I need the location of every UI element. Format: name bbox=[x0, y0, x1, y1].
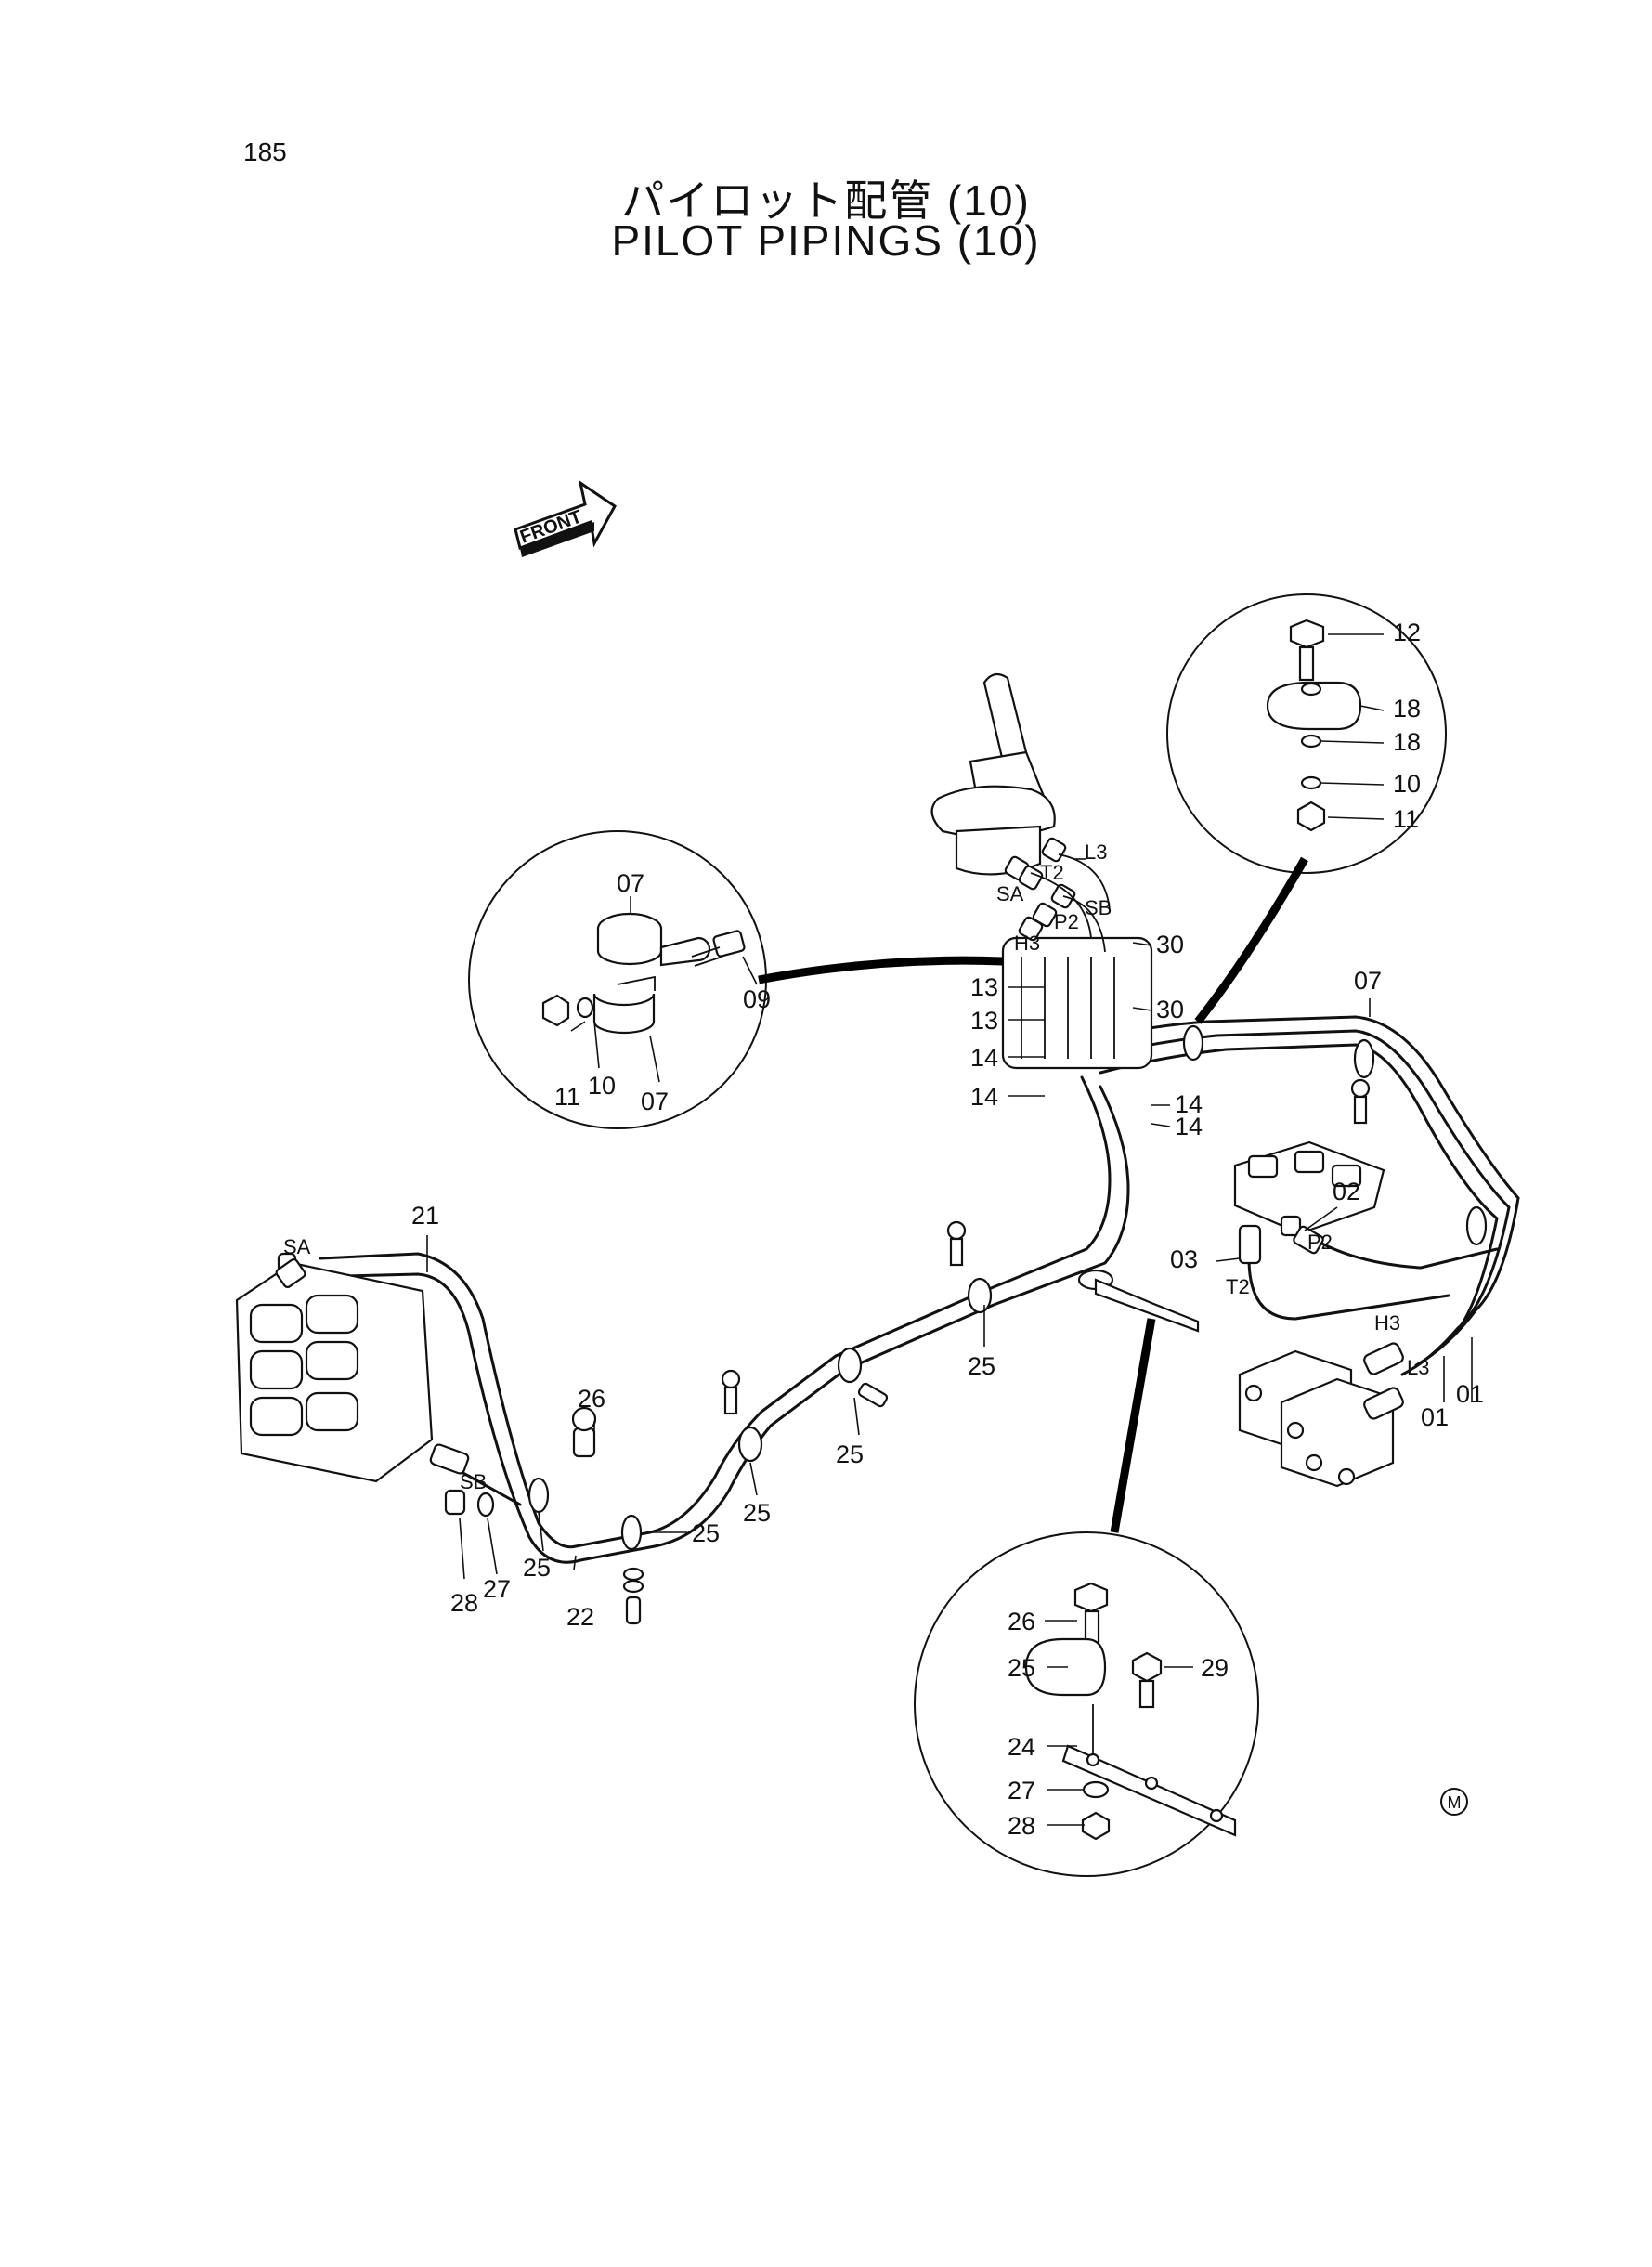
port-label-l3: L3 bbox=[1085, 840, 1107, 864]
label-22: 22 bbox=[566, 1603, 594, 1631]
label-25: 25 bbox=[1008, 1654, 1035, 1682]
page-title-english: PILOT PIPINGS (10) bbox=[611, 216, 1041, 265]
label-14: 14 bbox=[970, 1083, 998, 1111]
port-label-t2: T2 bbox=[1226, 1275, 1250, 1298]
port-label-l3: L3 bbox=[1407, 1356, 1429, 1379]
port-labels: L3 T2 SA SB P2 H3 P2 T2 H3 L3 SA SB bbox=[283, 840, 1429, 1493]
label-13: 13 bbox=[970, 973, 998, 1001]
label-27: 27 bbox=[1008, 1777, 1035, 1804]
callout-line-upper-left bbox=[758, 956, 1004, 984]
label-21: 21 bbox=[411, 1202, 439, 1230]
relief-valve-block bbox=[1238, 1342, 1404, 1488]
detail-clamp-upper-right bbox=[1166, 593, 1447, 874]
port-label-h3: H3 bbox=[1374, 1311, 1400, 1335]
label-01: 01 bbox=[1456, 1380, 1484, 1408]
label-10: 10 bbox=[1393, 770, 1421, 798]
label-18: 18 bbox=[1393, 728, 1421, 756]
detail-stay-lower bbox=[914, 1531, 1259, 1877]
label-28: 28 bbox=[450, 1589, 478, 1617]
detail-clamp-upper-left bbox=[468, 830, 767, 1129]
control-valve-left bbox=[235, 1252, 470, 1483]
callout-line-upper-right bbox=[1194, 856, 1308, 1024]
label-25: 25 bbox=[523, 1554, 551, 1582]
label-07: 07 bbox=[1354, 967, 1382, 995]
pipe-clamps bbox=[444, 1024, 1488, 1625]
label-11: 11 bbox=[1393, 805, 1419, 833]
manufacturer-mark: M bbox=[1440, 1788, 1468, 1816]
front-arrow-icon: FRONT bbox=[514, 479, 617, 557]
label-12: 12 bbox=[1393, 619, 1421, 646]
label-27: 27 bbox=[483, 1575, 511, 1603]
label-26: 26 bbox=[1008, 1608, 1035, 1635]
leader-lines bbox=[426, 633, 1385, 1826]
label-13: 13 bbox=[970, 1007, 998, 1035]
page-title-japanese: パイロット配管 (10) bbox=[621, 176, 1031, 225]
port-label-h3: H3 bbox=[1014, 932, 1040, 955]
port-label-p2: P2 bbox=[1307, 1231, 1333, 1254]
label-11: 11 bbox=[554, 1083, 580, 1111]
solenoid-valve-block bbox=[1233, 1140, 1385, 1265]
callout-line-lower bbox=[1110, 1318, 1156, 1533]
label-25: 25 bbox=[743, 1499, 771, 1527]
label-18: 18 bbox=[1393, 695, 1421, 723]
label-02: 02 bbox=[1333, 1178, 1360, 1205]
page-number: 185 bbox=[243, 137, 287, 166]
label-25: 25 bbox=[968, 1352, 995, 1380]
label-28: 28 bbox=[1008, 1812, 1035, 1840]
label-01: 01 bbox=[1421, 1403, 1449, 1431]
port-label-p2: P2 bbox=[1054, 910, 1079, 933]
port-label-sa: SA bbox=[996, 882, 1024, 905]
port-label-sa: SA bbox=[283, 1235, 311, 1258]
label-14: 14 bbox=[1175, 1090, 1203, 1118]
label-10: 10 bbox=[588, 1072, 616, 1100]
port-label-sb: SB bbox=[460, 1470, 487, 1493]
label-07: 07 bbox=[641, 1088, 669, 1115]
label-03: 03 bbox=[1170, 1245, 1198, 1273]
pilot-valve-lever bbox=[930, 672, 1153, 1070]
label-09: 09 bbox=[743, 985, 771, 1013]
part-number-labels: 12 18 18 10 11 07 09 10 11 07 30 30 13 1… bbox=[411, 619, 1484, 1840]
label-29: 29 bbox=[1201, 1654, 1229, 1682]
label-30: 30 bbox=[1156, 931, 1184, 958]
label-26: 26 bbox=[578, 1385, 605, 1413]
label-25: 25 bbox=[836, 1440, 864, 1468]
label-30: 30 bbox=[1156, 996, 1184, 1023]
label-14: 14 bbox=[1175, 1113, 1203, 1140]
port-label-sb: SB bbox=[1085, 896, 1112, 919]
label-24: 24 bbox=[1008, 1733, 1035, 1761]
port-label-t2: T2 bbox=[1040, 861, 1064, 884]
label-14: 14 bbox=[970, 1044, 998, 1072]
label-07: 07 bbox=[617, 869, 644, 897]
pilot-pipe-bundle bbox=[305, 1015, 1520, 1564]
label-25: 25 bbox=[692, 1519, 720, 1547]
mark-letter: M bbox=[1448, 1793, 1462, 1812]
